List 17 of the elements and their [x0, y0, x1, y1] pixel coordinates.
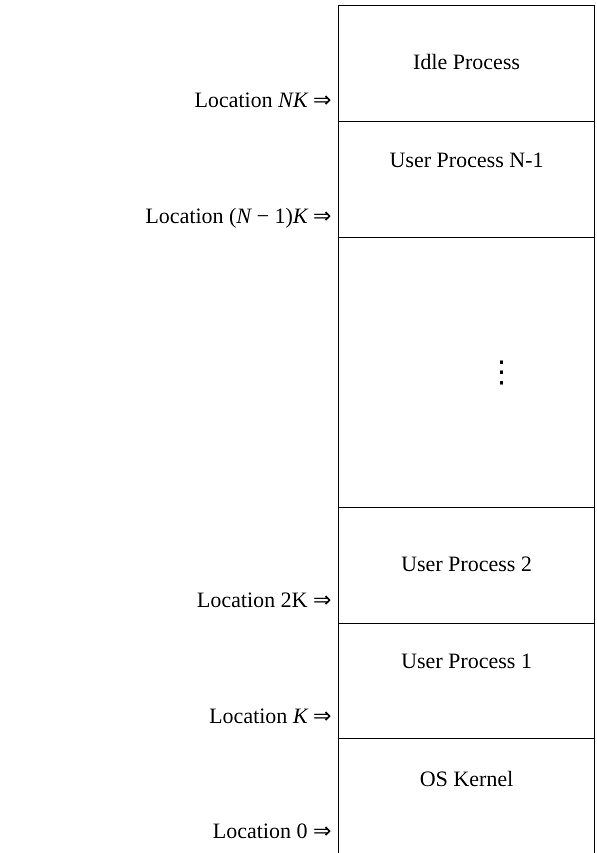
memory-segment	[338, 5, 595, 121]
address-label: Location 0 ⇒	[212, 818, 331, 844]
memory-segment	[338, 237, 595, 507]
segment-label: Idle Process	[413, 48, 520, 74]
segment-label: OS Kernel	[420, 766, 514, 792]
address-label: Location NK ⇒	[194, 87, 331, 113]
ellipsis: ⋮	[486, 354, 516, 390]
segment-label: User Process N-1	[390, 146, 544, 172]
segment-label: User Process 1	[401, 648, 532, 674]
address-label: Location 2K ⇒	[196, 587, 331, 613]
memory-segment	[338, 738, 595, 853]
memory-segment	[338, 121, 595, 237]
memory-segment	[338, 507, 595, 623]
memory-segment	[338, 623, 595, 738]
address-label: Location K ⇒	[209, 703, 331, 729]
address-label: Location (N − 1)K ⇒	[145, 203, 331, 229]
segment-label: User Process 2	[401, 550, 532, 576]
